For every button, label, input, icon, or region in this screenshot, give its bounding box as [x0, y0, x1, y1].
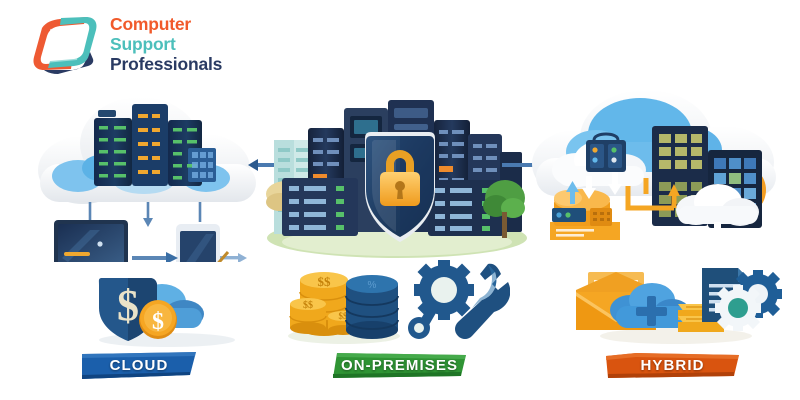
orange-connector-lines — [625, 178, 677, 211]
bottom-cloud-icon — [676, 184, 759, 245]
cloud-server-racks — [94, 104, 216, 186]
banner-cloud-label: CLOUD — [109, 357, 169, 374]
brand-line-support: Support — [110, 34, 176, 54]
banner-cloud[interactable]: CLOUD — [82, 352, 196, 379]
banner-hybrid-label: HYBRID — [640, 357, 705, 374]
stylus-arrow-icon — [217, 251, 247, 262]
icon-group-hybrid — [562, 258, 790, 348]
brand-logo[interactable]: Computer Support Professionals — [26, 8, 246, 82]
banner-hybrid[interactable]: HYBRID — [606, 352, 739, 379]
foreground-racks — [282, 178, 504, 236]
banner-onprem-label: ON-PREMISES — [340, 357, 459, 374]
brand-line-professionals: Professionals — [110, 54, 223, 74]
tree-right — [483, 180, 525, 238]
illustration-hybrid — [528, 82, 790, 262]
up-arrow-icon — [668, 184, 680, 196]
banner-hybrid-shape — [606, 353, 739, 378]
icon-group-on-premises: $$ $$ $$ % — [282, 258, 510, 348]
svg-text:$$: $$ — [303, 300, 313, 311]
down-arrow-icon — [143, 218, 153, 227]
laptop-outline-logo-mark — [26, 12, 102, 80]
icon-group-cloud: $ $ — [62, 258, 277, 348]
illustration-on-premises — [262, 82, 532, 262]
onprem-illustration-svg — [266, 100, 527, 258]
tablet-icon — [176, 224, 220, 262]
svg-text:%: % — [368, 280, 377, 291]
database-cylinder-icon: % — [345, 275, 399, 339]
brand-wordmark: Computer Support Professionals — [110, 14, 250, 74]
logo-mark-svg — [33, 17, 97, 74]
banner-cloud-shape — [82, 352, 196, 379]
gear-icon-secondary — [715, 285, 761, 331]
cloud-icons-svg: $ $ — [98, 278, 235, 347]
onprem-icons-svg: $$ $$ $$ % — [288, 260, 510, 344]
wrench-icon — [455, 263, 510, 339]
illustration-cloud — [28, 82, 268, 262]
cloud-illustration-svg — [38, 97, 256, 262]
laptop-icon — [54, 220, 128, 262]
white-down-arrows — [582, 172, 622, 199]
hybrid-icons-svg — [576, 268, 782, 344]
svg-text:$$: $$ — [318, 274, 332, 289]
blue-up-arrow-icon — [566, 181, 579, 204]
hybrid-illustration-svg — [532, 90, 776, 245]
cloud-connector-lines — [88, 202, 202, 222]
brand-line-computer: Computer — [110, 14, 192, 34]
svg-text:$: $ — [117, 281, 139, 330]
right-arrow-icon-laptop-tablet — [132, 252, 178, 262]
app-cloud-icon — [552, 132, 646, 187]
orange-coin-dollar-icon: $ — [139, 300, 177, 339]
banner-onprem-shape — [333, 353, 466, 378]
svg-text:$$: $$ — [339, 311, 349, 321]
svg-text:$: $ — [152, 309, 164, 335]
banner-on-premises[interactable]: ON-PREMISES — [333, 352, 466, 379]
orange-onprem-unit — [550, 189, 620, 240]
security-shield-icon — [365, 132, 435, 242]
